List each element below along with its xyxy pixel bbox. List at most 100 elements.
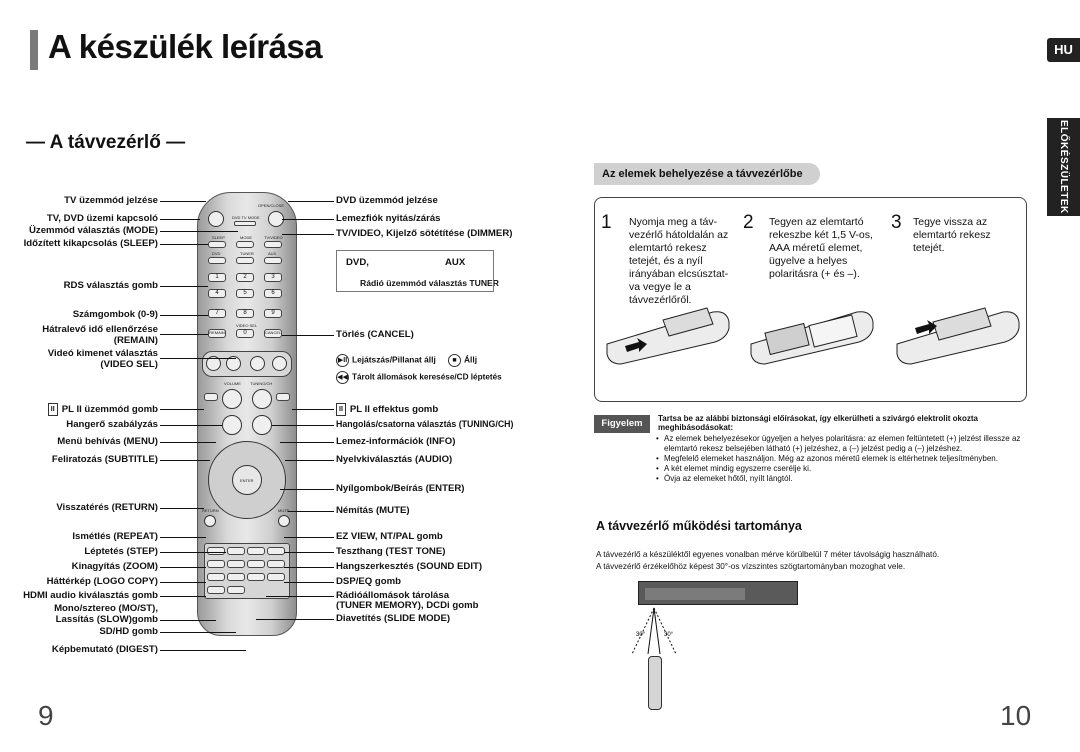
test-tone-button[interactable] [267, 547, 285, 555]
cancel-button[interactable]: CANCEL [264, 329, 282, 338]
label-cancel: Törlés (CANCEL) [336, 329, 414, 340]
label-return: Visszatérés (RETURN) [56, 502, 158, 513]
leader-line [160, 201, 206, 202]
leader-line [160, 537, 206, 538]
zoom-button[interactable] [207, 560, 225, 568]
label-mute: Némítás (MUTE) [336, 505, 410, 516]
logo-button[interactable] [207, 573, 225, 581]
tuner-button[interactable] [236, 257, 254, 264]
slide-button[interactable] [227, 560, 245, 568]
remote-open-close-label: OPEN/CLOSE [258, 203, 285, 208]
leader-line [284, 537, 334, 538]
remote-mute-label: MUTE [278, 508, 290, 513]
tuner-memory-button[interactable] [247, 560, 265, 568]
label-dsp: DSP/EQ gomb [336, 576, 402, 587]
power-button[interactable] [208, 211, 224, 227]
label-volume: Hangerő szabályzás [66, 419, 158, 430]
battery-insert-illustration [750, 311, 874, 365]
dsp-eq-button[interactable] [267, 573, 285, 581]
battery-section-heading: Az elemek behelyezése a távvezérlőbe [594, 163, 820, 185]
source-buttons-inset [336, 250, 494, 292]
leader-line [160, 231, 238, 232]
label-video-1: Videó kimenet választás [47, 348, 158, 359]
ez-view-button[interactable] [247, 547, 265, 555]
dimmer-button[interactable] [264, 241, 282, 248]
leader-line [288, 511, 334, 512]
label-video-2: (VIDEO SEL) [100, 359, 158, 370]
skip-icon: ◀◀ [336, 371, 349, 384]
label-sleep: Időzített kikapcsolás (SLEEP) [23, 238, 158, 249]
leader-line [284, 582, 334, 583]
tuning-up-button[interactable] [252, 389, 272, 409]
label-slide: Diavetítés (SLIDE MODE) [336, 613, 451, 624]
return-button[interactable] [204, 515, 216, 527]
dvd-button[interactable] [208, 257, 226, 264]
range-line-2: A távvezérlő érzékelőhöz képest 30°-os v… [596, 562, 906, 571]
enter-button[interactable] [232, 465, 262, 495]
pl2-effect-button[interactable] [276, 393, 290, 401]
number-button-1[interactable]: 1 [208, 273, 226, 282]
step-button[interactable] [227, 547, 245, 555]
number-button-5[interactable]: 5 [236, 289, 254, 298]
leader-line [284, 567, 334, 568]
remote-volume-label: VOLUME [224, 381, 241, 386]
number-button-7[interactable]: 7 [208, 309, 226, 318]
remote-tuning-label: TUNING/CH [250, 381, 273, 386]
tuning-down-button[interactable] [252, 415, 272, 435]
volume-down-button[interactable] [222, 415, 242, 435]
number-button-2[interactable]: 2 [236, 273, 254, 282]
mute-button[interactable] [278, 515, 290, 527]
label-sdhd: SD/HD gomb [99, 626, 158, 637]
digest-button[interactable] [227, 573, 245, 581]
number-button-4[interactable]: 4 [208, 289, 226, 298]
leader-line [160, 334, 208, 335]
label-memory-2: (TUNER MEMORY), DCDi gomb [336, 600, 479, 611]
leader-line [160, 358, 236, 359]
remain-button[interactable]: REMAIN [208, 329, 226, 338]
number-button-3[interactable]: 3 [264, 273, 282, 282]
pl2-icon: II [336, 403, 346, 416]
label-menu: Menü behívás (MENU) [57, 436, 158, 447]
language-badge: HU [1047, 38, 1080, 62]
pl2-mode-button[interactable] [204, 393, 218, 401]
mode-button[interactable] [236, 241, 254, 248]
skip-back-button[interactable] [206, 356, 221, 371]
remote-tv-video-label: TV/VIDEO [264, 235, 283, 240]
sd-hd-button[interactable] [227, 586, 245, 594]
label-sound-edit: Hangszerkesztés (SOUND EDIT) [336, 561, 483, 572]
remote-control-image: OPEN/CLOSE DVD TV MODE SLEEP MODE TV/VID… [197, 192, 297, 636]
leader-line [288, 201, 334, 202]
hdmi-audio-button[interactable] [207, 586, 225, 594]
sleep-button[interactable] [208, 241, 226, 248]
stop-button[interactable] [226, 356, 241, 371]
label-enter: Nyílgombok/Beírás (ENTER) [336, 483, 465, 494]
label-dvd: DVD, [346, 257, 369, 268]
leader-line [160, 582, 206, 583]
repeat-button[interactable] [207, 547, 225, 555]
leader-line [160, 567, 206, 568]
caution-item: A két elemet mindig egyszerre cserélje k… [656, 464, 1032, 474]
leader-line [160, 219, 200, 220]
caution-badge: Figyelem [594, 415, 650, 433]
number-button-6[interactable]: 6 [264, 289, 282, 298]
step-number: 1 [601, 212, 612, 233]
slide-mode-button[interactable] [247, 573, 265, 581]
number-button-9[interactable]: 9 [264, 309, 282, 318]
play-pause-icon: ▶II [336, 354, 349, 367]
tv-dvd-switch[interactable] [234, 221, 256, 226]
leader-line [160, 460, 210, 461]
leader-line [272, 425, 334, 426]
aux-button[interactable] [264, 257, 282, 264]
volume-up-button[interactable] [222, 389, 242, 409]
remote-return-label: RETURN [202, 508, 219, 513]
skip-forward-button[interactable] [272, 356, 287, 371]
title-accent-bar [30, 30, 38, 70]
number-button-0[interactable]: 0 [236, 329, 254, 338]
leader-line [266, 596, 334, 597]
play-pause-button[interactable] [250, 356, 265, 371]
sound-edit-button[interactable] [267, 560, 285, 568]
range-section-title: A távvezérlő működési tartománya [596, 519, 802, 533]
number-button-8[interactable]: 8 [236, 309, 254, 318]
leader-line [280, 489, 334, 490]
